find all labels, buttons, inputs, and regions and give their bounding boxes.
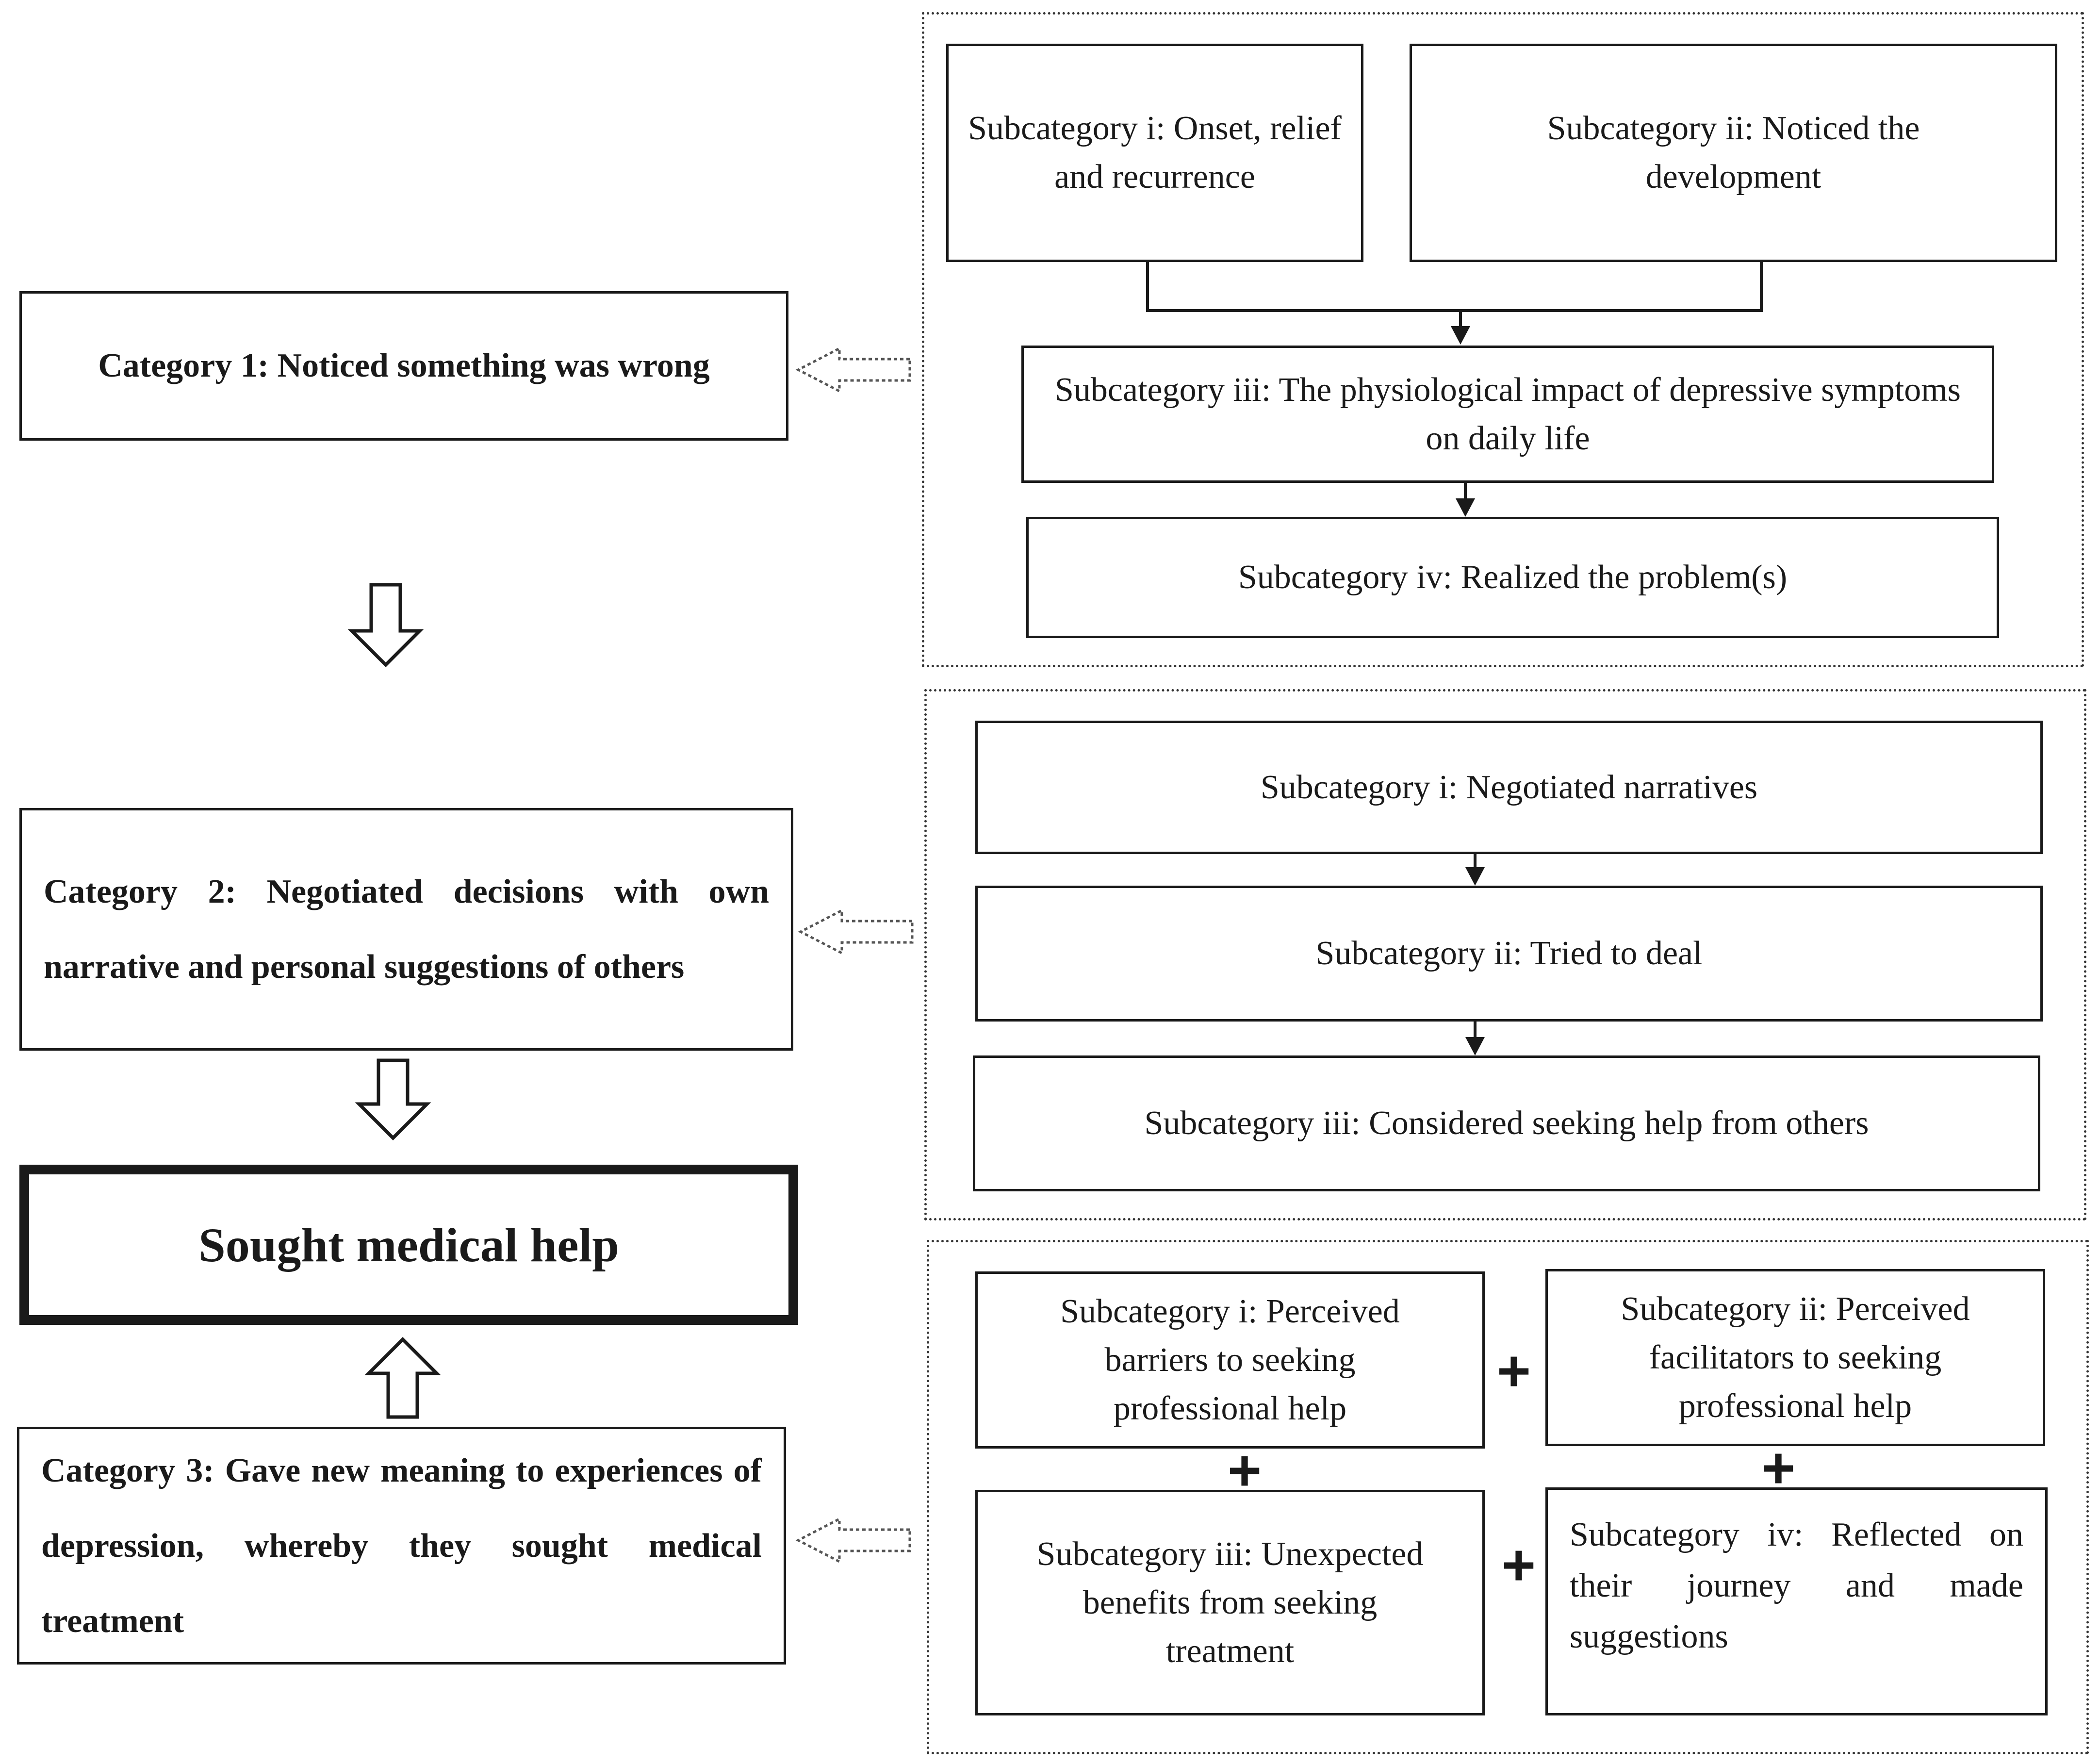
panel1-sub-iv: Subcategory iv: Realized the problem(s) [1026, 517, 1999, 638]
panel1-sub-i: Subcategory i: Onset, relief and recurre… [946, 44, 1363, 262]
outcome-box: Sought medical help [19, 1165, 798, 1325]
panel-category-3 [927, 1240, 2089, 1754]
category-1-label: Category 1: Noticed something was wrong [98, 347, 710, 384]
panel3-sub-ii: Subcategory ii: Perceived facilitators t… [1545, 1269, 2045, 1446]
category-1-box: Category 1: Noticed something was wrong [19, 291, 788, 441]
panel2-sub-iii-label: Subcategory iii: Considered seeking help… [1144, 1105, 1869, 1142]
panel3-sub-iii: Subcategory iii: Unexpected benefits fro… [975, 1490, 1485, 1715]
down-arrow-1 [347, 583, 424, 667]
panel3-sub-i-label: Subcategory i: Perceived barriers to see… [1060, 1292, 1400, 1427]
panel2-sub-i: Subcategory i: Negotiated narratives [975, 721, 2043, 854]
outcome-label: Sought medical help [198, 1218, 619, 1272]
panel-category-2 [924, 689, 2086, 1220]
dotted-arrow-panel2 [798, 908, 914, 956]
category-3-box: Category 3: Gave new meaning to experien… [17, 1427, 786, 1665]
panel1-sub-iv-label: Subcategory iv: Realized the problem(s) [1238, 559, 1788, 596]
arrowhead-to-tried-to-deal [1465, 867, 1485, 886]
panel2-sub-i-label: Subcategory i: Negotiated narratives [1260, 768, 1758, 806]
panel1-sub-ii: Subcategory ii: Noticed the development [1410, 44, 2057, 262]
category-3-label: Category 3: Gave new meaning to experien… [41, 1451, 762, 1640]
arrowhead-to-considered [1465, 1037, 1485, 1055]
category-2-box: Category 2: Negotiated decisions with ow… [19, 808, 793, 1051]
panel1-sub-iii: Subcategory iii: The physiological impac… [1021, 346, 1994, 483]
panel2-sub-ii-label: Subcategory ii: Tried to deal [1315, 935, 1703, 972]
panel3-sub-ii-label: Subcategory ii: Perceived facilitators t… [1621, 1290, 1970, 1425]
panel1-sub-i-label: Subcategory i: Onset, relief and recurre… [968, 110, 1342, 196]
merge-connector [1146, 262, 1763, 1039]
panel1-sub-ii-label: Subcategory ii: Noticed the development [1547, 110, 1920, 196]
plus-sign-bottom: + [1501, 1533, 1536, 1598]
panel3-sub-iii-label: Subcategory iii: Unexpected benefits fro… [1036, 1535, 1424, 1670]
plus-sign-top: + [1496, 1338, 1531, 1403]
arrowhead-to-sub-iv [1456, 498, 1475, 517]
panel-category-1 [922, 12, 2084, 667]
panel3-sub-iv-label: Subcategory iv: Reflected on their journ… [1570, 1516, 2023, 1655]
panel3-sub-i: Subcategory i: Perceived barriers to see… [975, 1271, 1485, 1449]
down-arrow-2 [355, 1058, 431, 1140]
plus-sign-right: + [1761, 1435, 1796, 1500]
panel1-sub-iii-label: Subcategory iii: The physiological impac… [1055, 371, 1961, 457]
up-arrow-3 [364, 1337, 441, 1419]
category-2-label: Category 2: Negotiated decisions with ow… [44, 873, 769, 986]
panel2-sub-iii: Subcategory iii: Considered seeking help… [973, 1055, 2040, 1191]
arrowheads [1451, 326, 1485, 1055]
plus-sign-left: + [1227, 1438, 1262, 1503]
dotted-arrow-panel3 [795, 1517, 911, 1564]
panel3-sub-iv: Subcategory iv: Reflected on their journ… [1545, 1487, 2048, 1715]
panel2-sub-ii: Subcategory ii: Tried to deal [975, 886, 2043, 1022]
arrowhead-to-sub-iii [1451, 326, 1470, 345]
dotted-arrow-panel1 [795, 346, 911, 394]
